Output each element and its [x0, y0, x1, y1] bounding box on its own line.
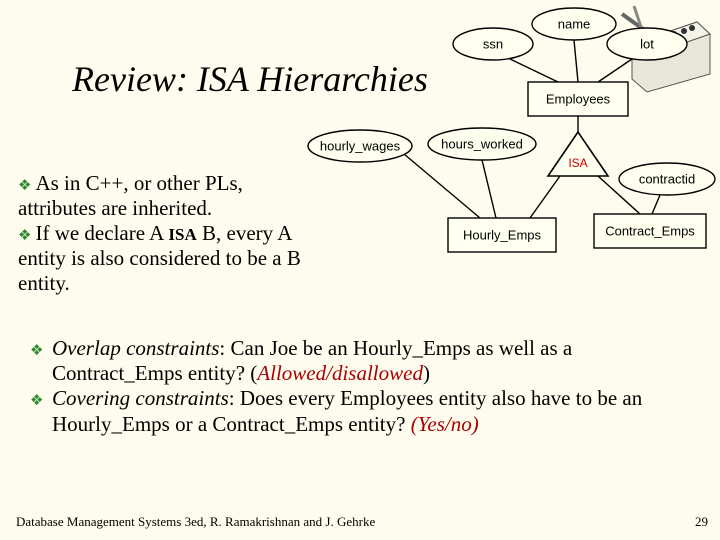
diamond-bullet-icon: ❖ [30, 341, 44, 359]
attr-lot-ellipse [606, 27, 688, 61]
overlap-answer: Allowed/disallowed [257, 361, 423, 386]
text-line-1: ❖As in C++, or other PLs, [18, 171, 243, 195]
entity-hourly-emps-label: Hourly_Emps [462, 227, 542, 243]
attr-contractid-ellipse [618, 162, 716, 196]
text-line-5: entity. [18, 270, 70, 295]
attr-ssn-ellipse [452, 27, 534, 61]
inheritance-text: ❖As in C++, or other PLs, attributes are… [18, 171, 358, 296]
page-title: Review: ISA Hierarchies [72, 59, 428, 99]
attr-hourly-wages-ellipse [307, 129, 413, 163]
isa-keyword: ISA [168, 224, 197, 244]
overlap-term: Overlap constraints [52, 336, 220, 360]
attr-lot-label: lot [640, 36, 654, 52]
isa-triangle [546, 130, 610, 177]
constraint-bullets: ❖ Overlap constraints: Can Joe be an Hou… [30, 336, 690, 437]
attr-name-label: name [557, 16, 591, 32]
attr-hourly-wages-label: hourly_wages [319, 138, 401, 154]
entity-hourly-emps-box [447, 217, 557, 253]
covering-answer: (Yes/no) [410, 411, 479, 436]
page-number: 29 [695, 514, 708, 529]
attr-hours-worked-label: hours_worked [441, 136, 523, 152]
diamond-bullet-icon: ❖ [18, 176, 32, 194]
isa-label: ISA [568, 156, 588, 170]
entity-contract-emps-box [593, 213, 707, 249]
text-line-2: attributes are inherited. [18, 195, 213, 220]
entity-employees-box [527, 81, 629, 117]
text-line-3: ❖If we declare A ISA B, every A [18, 220, 293, 245]
attr-ssn-label: ssn [482, 36, 504, 52]
footer-citation: Database Management Systems 3ed, R. Rama… [16, 514, 376, 529]
attr-contractid-label: contractid [638, 171, 696, 187]
text-line-4: entity is also considered to be a B [18, 245, 301, 270]
bullet-overlap: ❖ Overlap constraints: Can Joe be an Hou… [30, 336, 573, 386]
bullet-covering: ❖ Covering constraints: Does every Emplo… [30, 386, 643, 436]
entity-employees-label: Employees [545, 91, 611, 107]
covering-term: Covering constraints [52, 386, 229, 411]
entity-contract-emps-label: Contract_Emps [605, 223, 695, 239]
diamond-bullet-icon: ❖ [18, 225, 32, 244]
diamond-bullet-icon: ❖ [30, 391, 44, 410]
